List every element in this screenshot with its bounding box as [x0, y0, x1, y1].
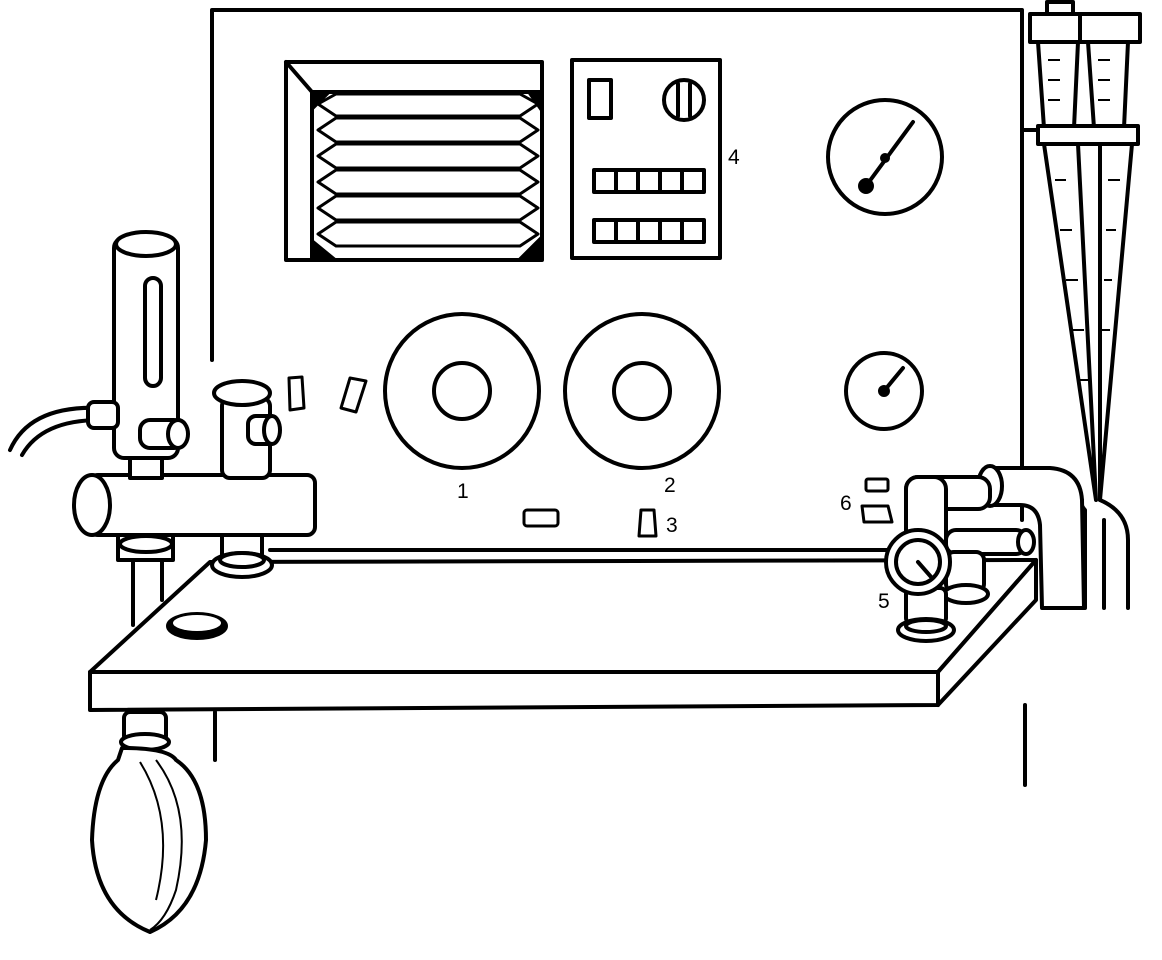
switch-row-lower[interactable] — [592, 218, 706, 244]
panel-buttons[interactable] — [287, 375, 894, 538]
reservoir-bag — [90, 710, 208, 934]
pressure-gauge-small — [844, 351, 924, 431]
cabinet-body — [213, 703, 1027, 787]
label-4: 4 — [728, 146, 740, 169]
pressure-gauge-large — [826, 98, 944, 216]
switch-row-upper[interactable] — [592, 168, 706, 194]
left-manifold — [8, 405, 317, 627]
label-3: 3 — [666, 514, 678, 537]
flowmeter-tubes — [1020, 0, 1142, 610]
flow-control-1[interactable] — [383, 312, 541, 470]
label-1: 1 — [457, 480, 469, 503]
callout-labels: 1 2 3 4 5 6 — [457, 146, 890, 613]
label-5: 5 — [878, 590, 890, 613]
control-knob[interactable] — [662, 78, 706, 122]
pressure-gauge-5 — [884, 528, 956, 643]
label-2: 2 — [664, 474, 676, 497]
flowmeter-tube-left — [86, 230, 190, 460]
gas-valve[interactable] — [212, 379, 282, 480]
flowmeter-ticks — [1048, 59, 1120, 381]
display-panel — [284, 60, 544, 262]
label-6: 6 — [840, 492, 852, 515]
control-panel — [570, 58, 722, 260]
display-slats — [316, 92, 540, 248]
tabletop — [88, 558, 1038, 712]
flow-control-2[interactable] — [563, 312, 721, 470]
